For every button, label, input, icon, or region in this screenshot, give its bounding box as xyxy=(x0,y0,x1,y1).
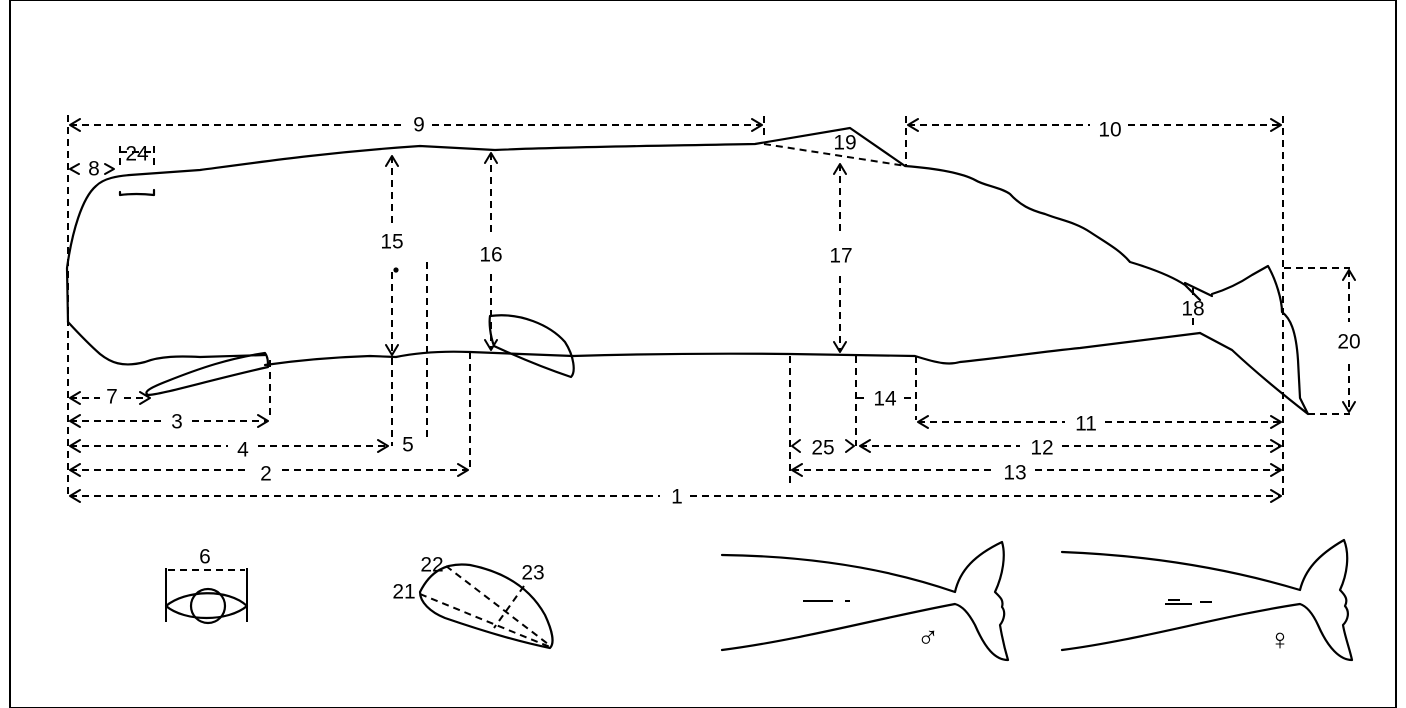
label-15: 15 xyxy=(380,231,403,254)
label-2: 2 xyxy=(260,463,272,486)
flipper-detail-outline xyxy=(418,563,554,650)
label-7: 7 xyxy=(106,386,118,409)
whale-dorsal-outline xyxy=(65,126,1202,324)
eye-iris xyxy=(189,587,227,625)
label-9: 9 xyxy=(413,114,425,137)
whale-lower-jaw xyxy=(145,351,270,397)
label-19: 19 xyxy=(833,132,856,155)
male-symbol: ♂ xyxy=(917,622,940,655)
label-4: 4 xyxy=(237,439,249,462)
horizontal-measures xyxy=(69,118,1282,503)
label-5: 5 xyxy=(402,434,414,457)
measurement-labels: 9 10 8 24 19 15 16 17 18 20 7 3 4 5 2 1 … xyxy=(88,114,1361,509)
label-23: 23 xyxy=(521,562,544,585)
male-tail-detail: ♂ xyxy=(720,540,1010,662)
label-3: 3 xyxy=(171,411,183,434)
label-1: 1 xyxy=(671,486,683,509)
label-24: 24 xyxy=(125,143,149,166)
label-11: 11 xyxy=(1075,413,1097,436)
label-25: 25 xyxy=(811,437,834,460)
eye-detail: 6 xyxy=(164,546,249,625)
label-16: 16 xyxy=(479,244,502,267)
whale-eye xyxy=(393,267,399,273)
whale-blowhole-mark xyxy=(118,188,156,197)
flipper-detail: 21 22 23 xyxy=(392,554,554,650)
tail-stock-line xyxy=(1183,281,1214,298)
female-symbol: ♀ xyxy=(1269,624,1292,657)
label-14: 14 xyxy=(873,388,897,411)
label-10: 10 xyxy=(1098,119,1121,142)
vertical-measures xyxy=(385,143,1356,415)
female-tail-outline xyxy=(1060,538,1354,662)
label-12: 12 xyxy=(1030,437,1053,460)
label-8: 8 xyxy=(88,158,100,181)
vertical-guides xyxy=(67,115,1284,496)
eye-outline xyxy=(164,592,249,620)
label-21: 21 xyxy=(392,581,415,604)
label-18: 18 xyxy=(1181,298,1204,321)
label-22: 22 xyxy=(420,554,443,577)
whale-tail-fluke xyxy=(1198,264,1310,416)
label-6: 6 xyxy=(199,546,211,569)
diagram-border xyxy=(9,0,1397,708)
whale-ventral-outline xyxy=(66,320,1202,367)
label-17: 17 xyxy=(829,245,852,268)
label-20: 20 xyxy=(1337,331,1360,354)
whale-flipper xyxy=(488,314,575,379)
male-tail-outline xyxy=(720,540,1010,662)
label-13: 13 xyxy=(1003,462,1026,485)
female-tail-detail: ♀ xyxy=(1060,538,1354,662)
whale-body xyxy=(65,126,1310,416)
